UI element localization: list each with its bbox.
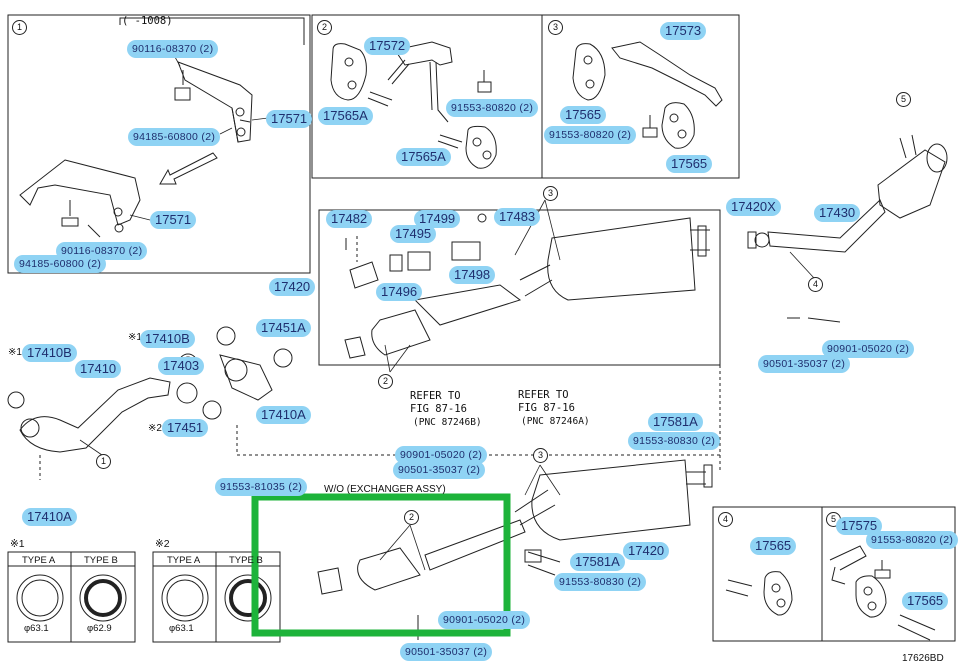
note-2-label: ※2 — [155, 538, 170, 550]
part-91553-81035[interactable]: 91553-81035 (2) — [215, 478, 308, 496]
ref-4-bubble: 4 — [808, 277, 823, 292]
section-3-bubble: 3 — [548, 20, 563, 35]
ref-1-bubble-left: 1 — [96, 454, 111, 469]
inset-frame-3 — [541, 14, 740, 179]
part-94185-60800-bottom[interactable]: 94185-60800 (2) — [14, 255, 107, 273]
part-91553-80820-inset3[interactable]: 91553-80820 (2) — [544, 126, 637, 144]
part-17495[interactable]: 17495 — [390, 225, 437, 243]
part-17403[interactable]: 17403 — [158, 357, 205, 375]
part-17410B-mid[interactable]: 17410B — [140, 330, 195, 348]
refer-b-line-2: FIG 87-16 — [518, 402, 575, 414]
section-4-bubble: 4 — [718, 512, 733, 527]
part-17496[interactable]: 17496 — [376, 283, 423, 301]
table-2-type-b: TYPE B — [229, 555, 263, 566]
part-17581A-lower[interactable]: 17581A — [570, 553, 625, 571]
table-1-dia-a: φ63.1 — [24, 623, 49, 634]
mark-2-mid: ※2 — [148, 423, 162, 434]
part-17565-inset3-a[interactable]: 17565 — [560, 106, 607, 124]
part-90901-05020-right[interactable]: 90901-05020 (2) — [822, 340, 915, 358]
table-1-dia-b: φ62.9 — [87, 623, 112, 634]
part-90901-05020-mid[interactable]: 90901-05020 (2) — [395, 446, 488, 464]
part-17420-main[interactable]: 17420 — [269, 278, 316, 296]
ref-5-bubble: 5 — [896, 92, 911, 107]
refer-b-line-1: REFER TO — [518, 389, 569, 401]
part-17581A-upper[interactable]: 17581A — [648, 413, 703, 431]
part-91553-80820-inset2[interactable]: 91553-80820 (2) — [446, 99, 539, 117]
section-2-bubble: 2 — [317, 20, 332, 35]
part-17498[interactable]: 17498 — [449, 266, 496, 284]
note-1-label: ※1 — [10, 538, 25, 550]
refer-b-line-3: (PNC 87246A) — [521, 416, 590, 427]
part-17451[interactable]: 17451 — [162, 419, 209, 437]
mark-1-mid: ※1 — [128, 332, 142, 343]
section-1-bubble: 1 — [12, 20, 27, 35]
part-90501-35037-mid[interactable]: 90501-35037 (2) — [393, 461, 486, 479]
inset-frame-4-5 — [712, 506, 956, 642]
part-90901-05020-bottom[interactable]: 90901-05020 (2) — [438, 611, 531, 629]
figure-code: 17626BD — [902, 653, 944, 664]
table-2-type-a: TYPE A — [167, 555, 201, 566]
ref-2-bubble-upper: 2 — [378, 374, 393, 389]
part-17572[interactable]: 17572 — [364, 37, 411, 55]
ref-3-bubble-lower: 3 — [533, 448, 548, 463]
table-1-type-a: TYPE A — [22, 555, 56, 566]
part-17499[interactable]: 17499 — [414, 210, 461, 228]
part-90501-35037-right[interactable]: 90501-35037 (2) — [758, 355, 851, 373]
part-17571-a[interactable]: 17571 — [266, 110, 313, 128]
part-17420X[interactable]: 17420X — [726, 198, 781, 216]
highlight-box — [251, 493, 511, 637]
part-91553-80830-upper[interactable]: 91553-80830 (2) — [628, 432, 721, 450]
part-91553-80820-inset5[interactable]: 91553-80820 (2) — [866, 531, 959, 549]
part-90116-08370-top[interactable]: 90116-08370 (2) — [127, 40, 219, 58]
part-17571-b[interactable]: 17571 — [150, 211, 197, 229]
part-17430[interactable]: 17430 — [814, 204, 861, 222]
part-17565A-b[interactable]: 17565A — [396, 148, 451, 166]
part-17410A-left[interactable]: 17410A — [22, 508, 77, 526]
part-17565-inset3-b[interactable]: 17565 — [666, 155, 713, 173]
part-17451A[interactable]: 17451A — [256, 319, 311, 337]
part-94185-60800-top[interactable]: 94185-60800 (2) — [128, 128, 221, 146]
part-90501-35037-bottom[interactable]: 90501-35037 (2) — [400, 643, 493, 661]
part-17483[interactable]: 17483 — [494, 208, 541, 226]
part-17482[interactable]: 17482 — [326, 210, 373, 228]
ref-3-bubble-upper: 3 — [543, 186, 558, 201]
part-91553-80830-lower[interactable]: 91553-80830 (2) — [554, 573, 647, 591]
table-2-dia-a: φ63.1 — [169, 623, 194, 634]
refer-a-line-2: FIG 87-16 — [410, 403, 467, 415]
part-17573[interactable]: 17573 — [660, 22, 707, 40]
part-17410[interactable]: 17410 — [75, 360, 122, 378]
refer-a-line-1: REFER TO — [410, 390, 461, 402]
inset-frame-1 — [7, 14, 311, 274]
mark-1-left: ※1 — [8, 347, 22, 358]
part-17410A-mid[interactable]: 17410A — [256, 406, 311, 424]
part-17575[interactable]: 17575 — [836, 517, 883, 535]
part-17565-inset5[interactable]: 17565 — [902, 592, 949, 610]
date-range-label: ( -1008) — [122, 15, 173, 27]
part-17410B-left[interactable]: 17410B — [22, 344, 77, 362]
part-17565A-a[interactable]: 17565A — [318, 107, 373, 125]
part-17565-inset4[interactable]: 17565 — [750, 537, 797, 555]
ref-2-bubble-lower: 2 — [404, 510, 419, 525]
exchanger-label: W/O (EXCHANGER ASSY) — [324, 484, 446, 495]
refer-a-line-3: (PNC 87246B) — [413, 417, 482, 428]
part-17420-lower[interactable]: 17420 — [623, 542, 670, 560]
table-1-type-b: TYPE B — [84, 555, 118, 566]
